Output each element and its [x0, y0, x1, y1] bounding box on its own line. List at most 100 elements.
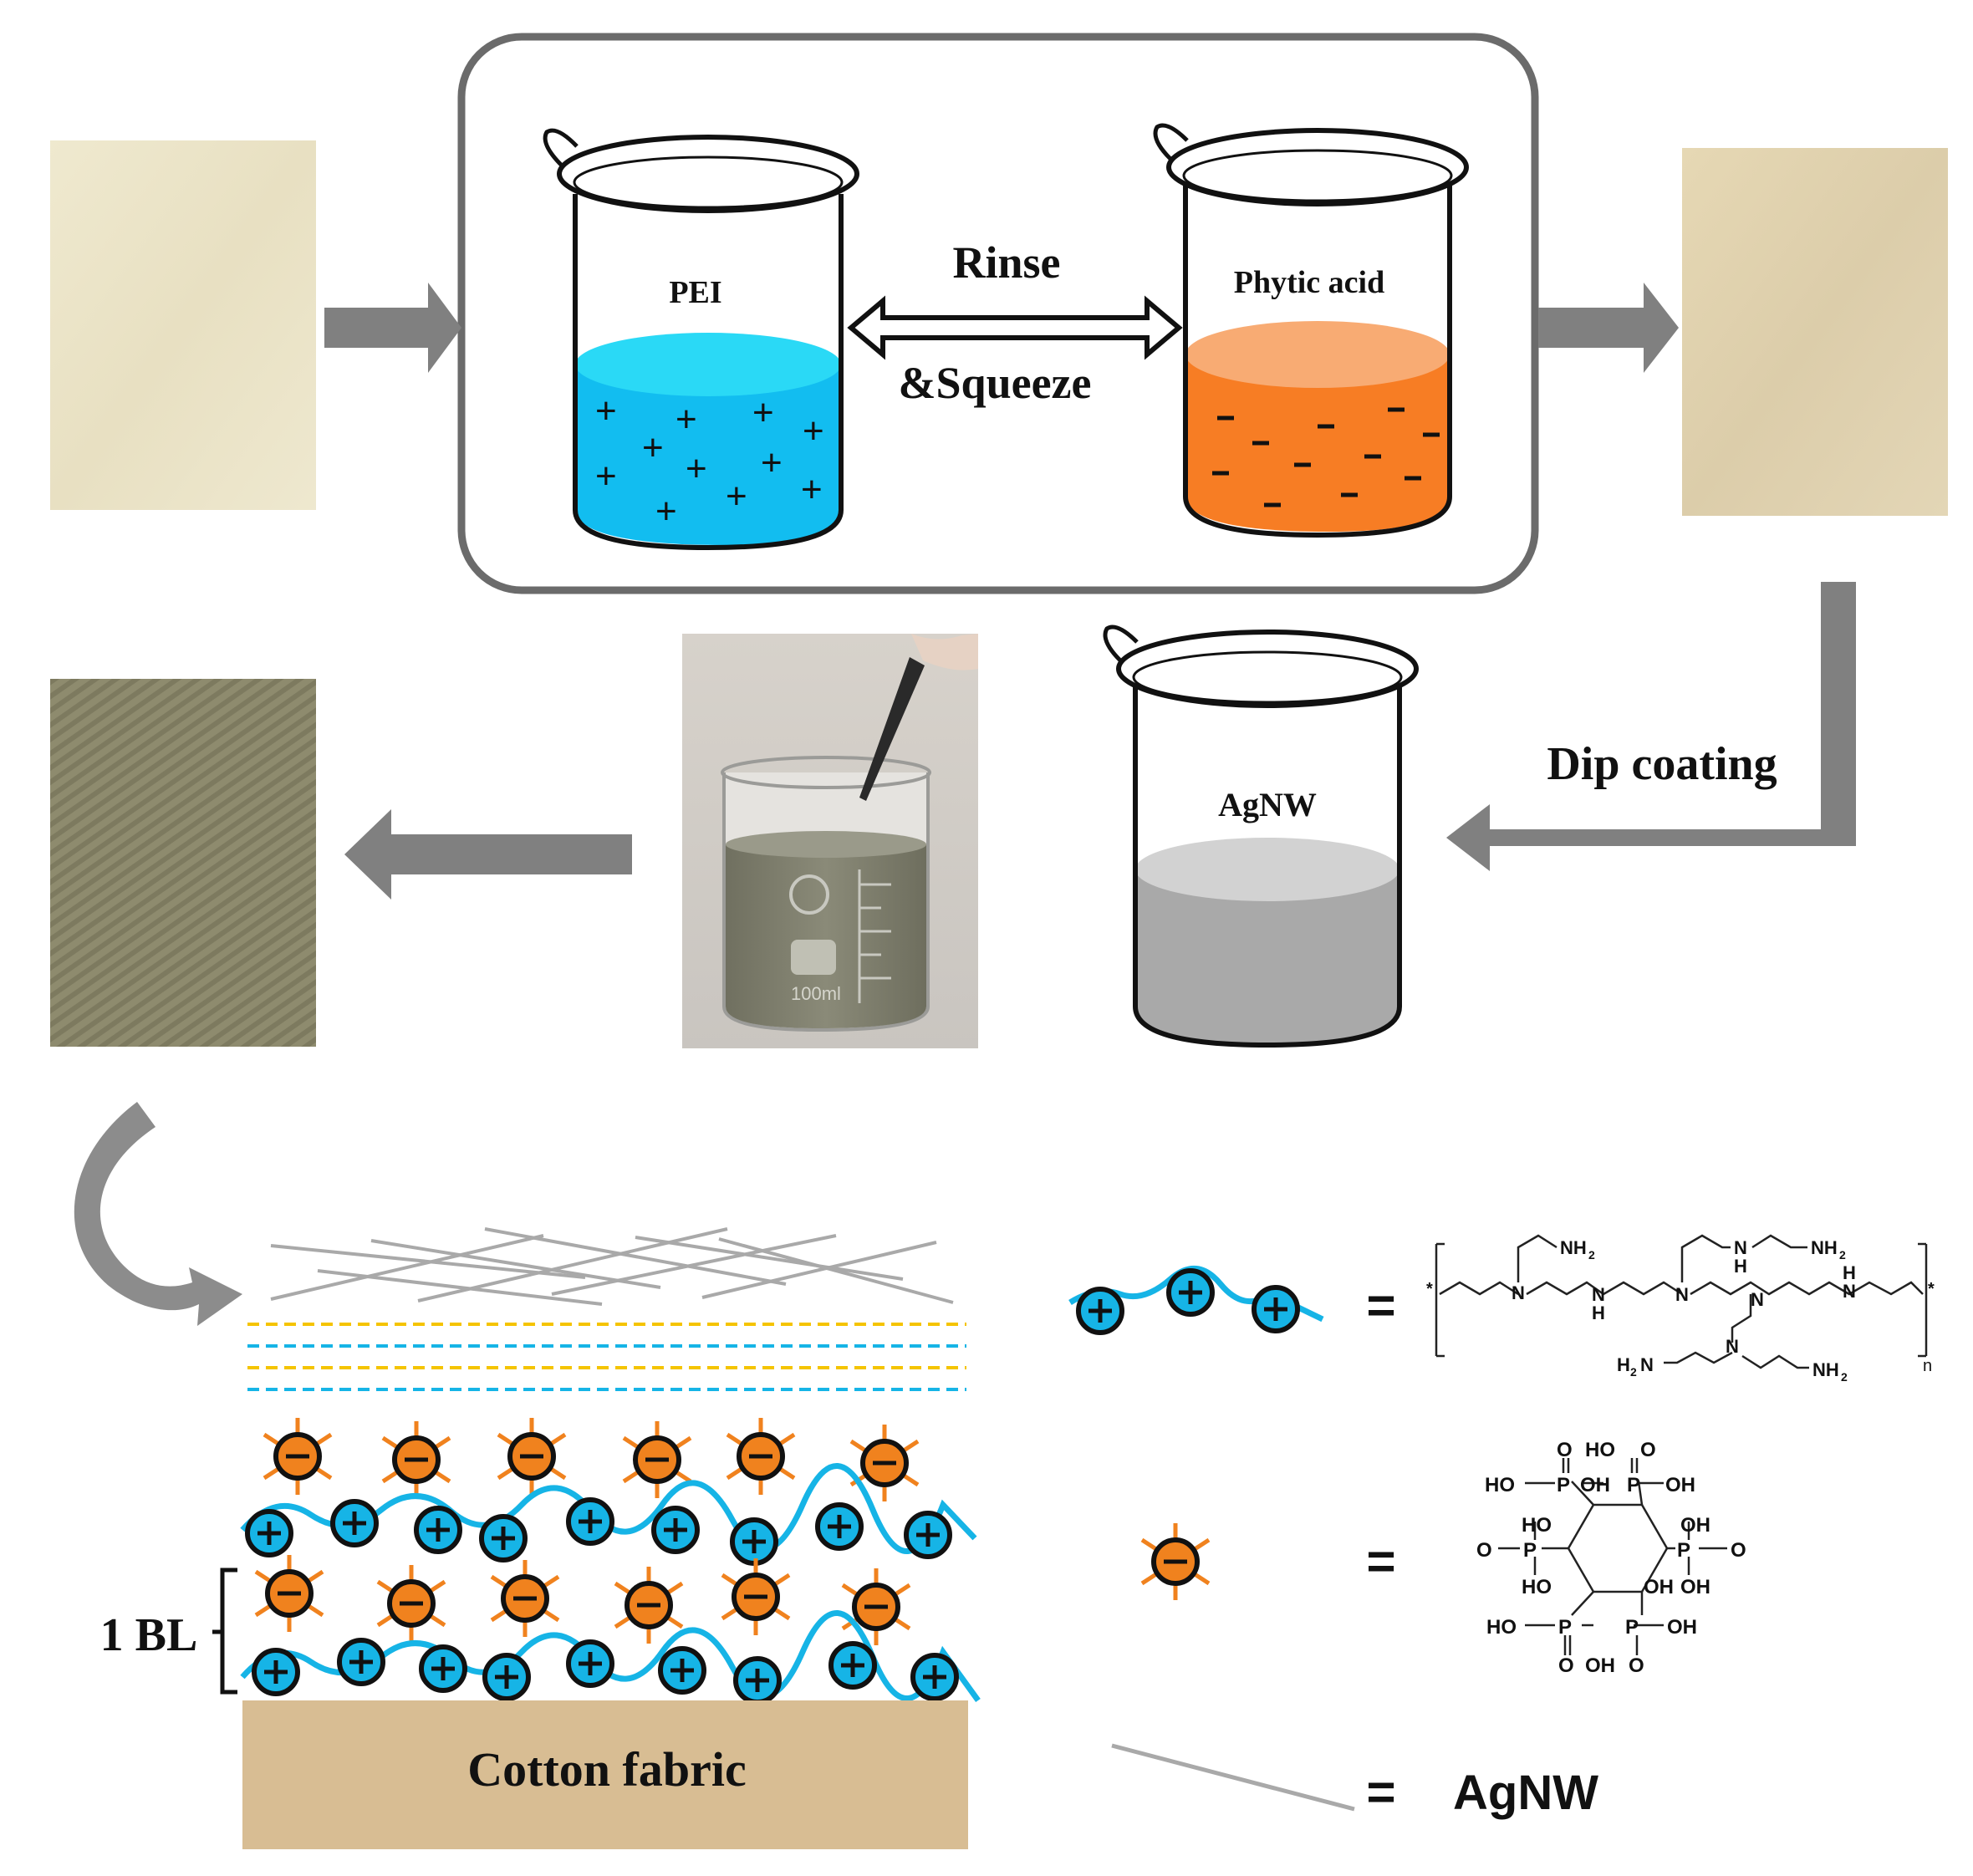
arrow-to-treated-fabric	[1538, 283, 1679, 373]
svg-text:+: +	[801, 469, 823, 510]
positive-charge-signs: ++++ +++ ++++	[595, 390, 824, 532]
photo-beaker-volume-mark: 100ml	[791, 983, 841, 1004]
anion-marker	[841, 1568, 911, 1645]
phytic-acid-layer-lower	[254, 1555, 911, 1645]
pei-h-atom: H	[1592, 1302, 1605, 1323]
anion-marker	[721, 1558, 791, 1635]
svg-text:+: +	[595, 456, 617, 497]
legend-agnw-line	[1111, 1743, 1355, 1812]
phytic-acid-layer-upper	[263, 1418, 920, 1501]
pa-ho: HO	[1522, 1514, 1552, 1537]
legend-pei-equals: =	[1366, 1277, 1395, 1333]
agnw-network-layer	[270, 1227, 954, 1306]
anion-marker	[622, 1421, 692, 1498]
pa-o: O	[1731, 1539, 1746, 1562]
squeeze-label: &Squeeze	[899, 358, 1092, 408]
pei-h2n: H	[1617, 1354, 1630, 1375]
pa-ho: HO	[1585, 1439, 1615, 1461]
cotton-fabric-substrate	[242, 1700, 968, 1849]
svg-text:+: +	[803, 410, 824, 451]
pei-h-atom: H	[1734, 1256, 1747, 1277]
pei-nh2-2: NH	[1811, 1237, 1838, 1258]
lbl-cycle-frame	[457, 33, 1539, 594]
pa-o: O	[1476, 1539, 1492, 1562]
pa-o: O	[1640, 1439, 1656, 1461]
anion-marker	[376, 1565, 446, 1642]
anion-marker	[381, 1421, 451, 1498]
anion-marker	[263, 1418, 333, 1495]
pei-n-atom: N	[1592, 1284, 1605, 1305]
anion-marker	[254, 1555, 324, 1632]
pei-nh2-3-sub: 2	[1841, 1370, 1848, 1384]
pei-n-atom: N	[1734, 1237, 1747, 1258]
svg-text:+: +	[642, 427, 664, 468]
pei-end-left: *	[1426, 1280, 1433, 1298]
legend-pei-symbol	[1068, 1265, 1324, 1335]
phytic-acid-solution-surface	[1185, 321, 1450, 388]
pei-end-right: *	[1928, 1280, 1935, 1298]
legend-phytic-equals: =	[1366, 1533, 1395, 1589]
curved-arrow-to-structure	[74, 1102, 242, 1326]
pei-n-atom: N	[1751, 1289, 1764, 1310]
rinse-double-arrow	[847, 295, 1183, 360]
rinse-label: Rinse	[952, 237, 1060, 288]
pa-p: P	[1677, 1539, 1690, 1562]
pa-oh: OH	[1580, 1474, 1610, 1496]
agnw-beaker: AgNW	[1103, 624, 1419, 1048]
dashed-bilayer-stack	[247, 1323, 966, 1391]
phytic-acid-label: Phytic acid	[1234, 265, 1384, 300]
pa-p: P	[1627, 1474, 1640, 1496]
legend-agnw-equals: =	[1366, 1764, 1395, 1820]
arrow-to-coated-fabric	[344, 809, 632, 900]
pa-oh: OH	[1665, 1474, 1695, 1496]
pa-o: O	[1557, 1439, 1573, 1461]
pei-structural-formula: * * N NH 2 N H N N H NH 2 N H N N H 2 N …	[1426, 1234, 1935, 1384]
svg-text:+: +	[655, 491, 677, 532]
arrow-to-lbl-frame	[324, 283, 461, 373]
pa-p: P	[1557, 1474, 1570, 1496]
raw-cotton-fabric-swatch	[50, 140, 316, 510]
phytic-acid-structural-formula: O HO O HO P OH P OH HO OH O P P O HO OH …	[1476, 1439, 1746, 1677]
pa-ho: HO	[1485, 1474, 1515, 1496]
bilayer-label: 1 BL	[100, 1609, 198, 1661]
pei-repeat-n: n	[1923, 1357, 1932, 1375]
anion-marker	[614, 1567, 684, 1644]
pei-h2n-sub: 2	[1630, 1365, 1637, 1379]
phytic-acid-beaker: Phytic acid	[1153, 123, 1469, 538]
dip-coating-label: Dip coating	[1547, 738, 1777, 790]
pei-n-atom: N	[1675, 1284, 1689, 1305]
svg-text:+: +	[595, 390, 617, 431]
pei-label: PEI	[669, 275, 721, 310]
svg-text:+: +	[761, 442, 783, 483]
pei-solution	[575, 364, 841, 545]
pa-o: O	[1629, 1654, 1644, 1677]
pa-p: P	[1558, 1616, 1572, 1639]
arrow-dip-coating-path	[1446, 582, 1856, 871]
pa-oh: OH	[1585, 1654, 1615, 1677]
coated-cotton-fabric-swatch	[50, 679, 316, 1047]
legend-phytic-acid-symbol	[1140, 1523, 1211, 1600]
pei-n-atom: N	[1843, 1281, 1856, 1302]
anion-marker	[490, 1560, 560, 1637]
pei-nh2-3: NH	[1812, 1359, 1839, 1380]
pa-p: P	[1523, 1539, 1537, 1562]
pei-h-atom: H	[1843, 1262, 1856, 1283]
pa-p: P	[1625, 1616, 1639, 1639]
agnw-solution	[1135, 869, 1399, 1043]
pei-n-atom: N	[1512, 1282, 1525, 1303]
pei-beaker: ++++ +++ ++++ PEI	[543, 128, 859, 551]
pei-nh2-1: NH	[1560, 1237, 1587, 1258]
dip-coating-photo: 100ml	[682, 634, 978, 1048]
anion-marker	[726, 1418, 796, 1495]
negative-charge-signs	[1212, 407, 1440, 507]
pa-ho: HO	[1522, 1576, 1552, 1598]
pei-h2n-n: N	[1640, 1354, 1654, 1375]
legend-agnw-label: AgNW	[1453, 1766, 1598, 1820]
agnw-label: AgNW	[1218, 786, 1317, 823]
pa-o: O	[1558, 1654, 1574, 1677]
pei-n-atom: N	[1726, 1336, 1739, 1357]
pei-solution-surface	[575, 333, 841, 396]
phytic-acid-solution	[1185, 354, 1450, 532]
pei-nh2-2-sub: 2	[1839, 1248, 1846, 1262]
